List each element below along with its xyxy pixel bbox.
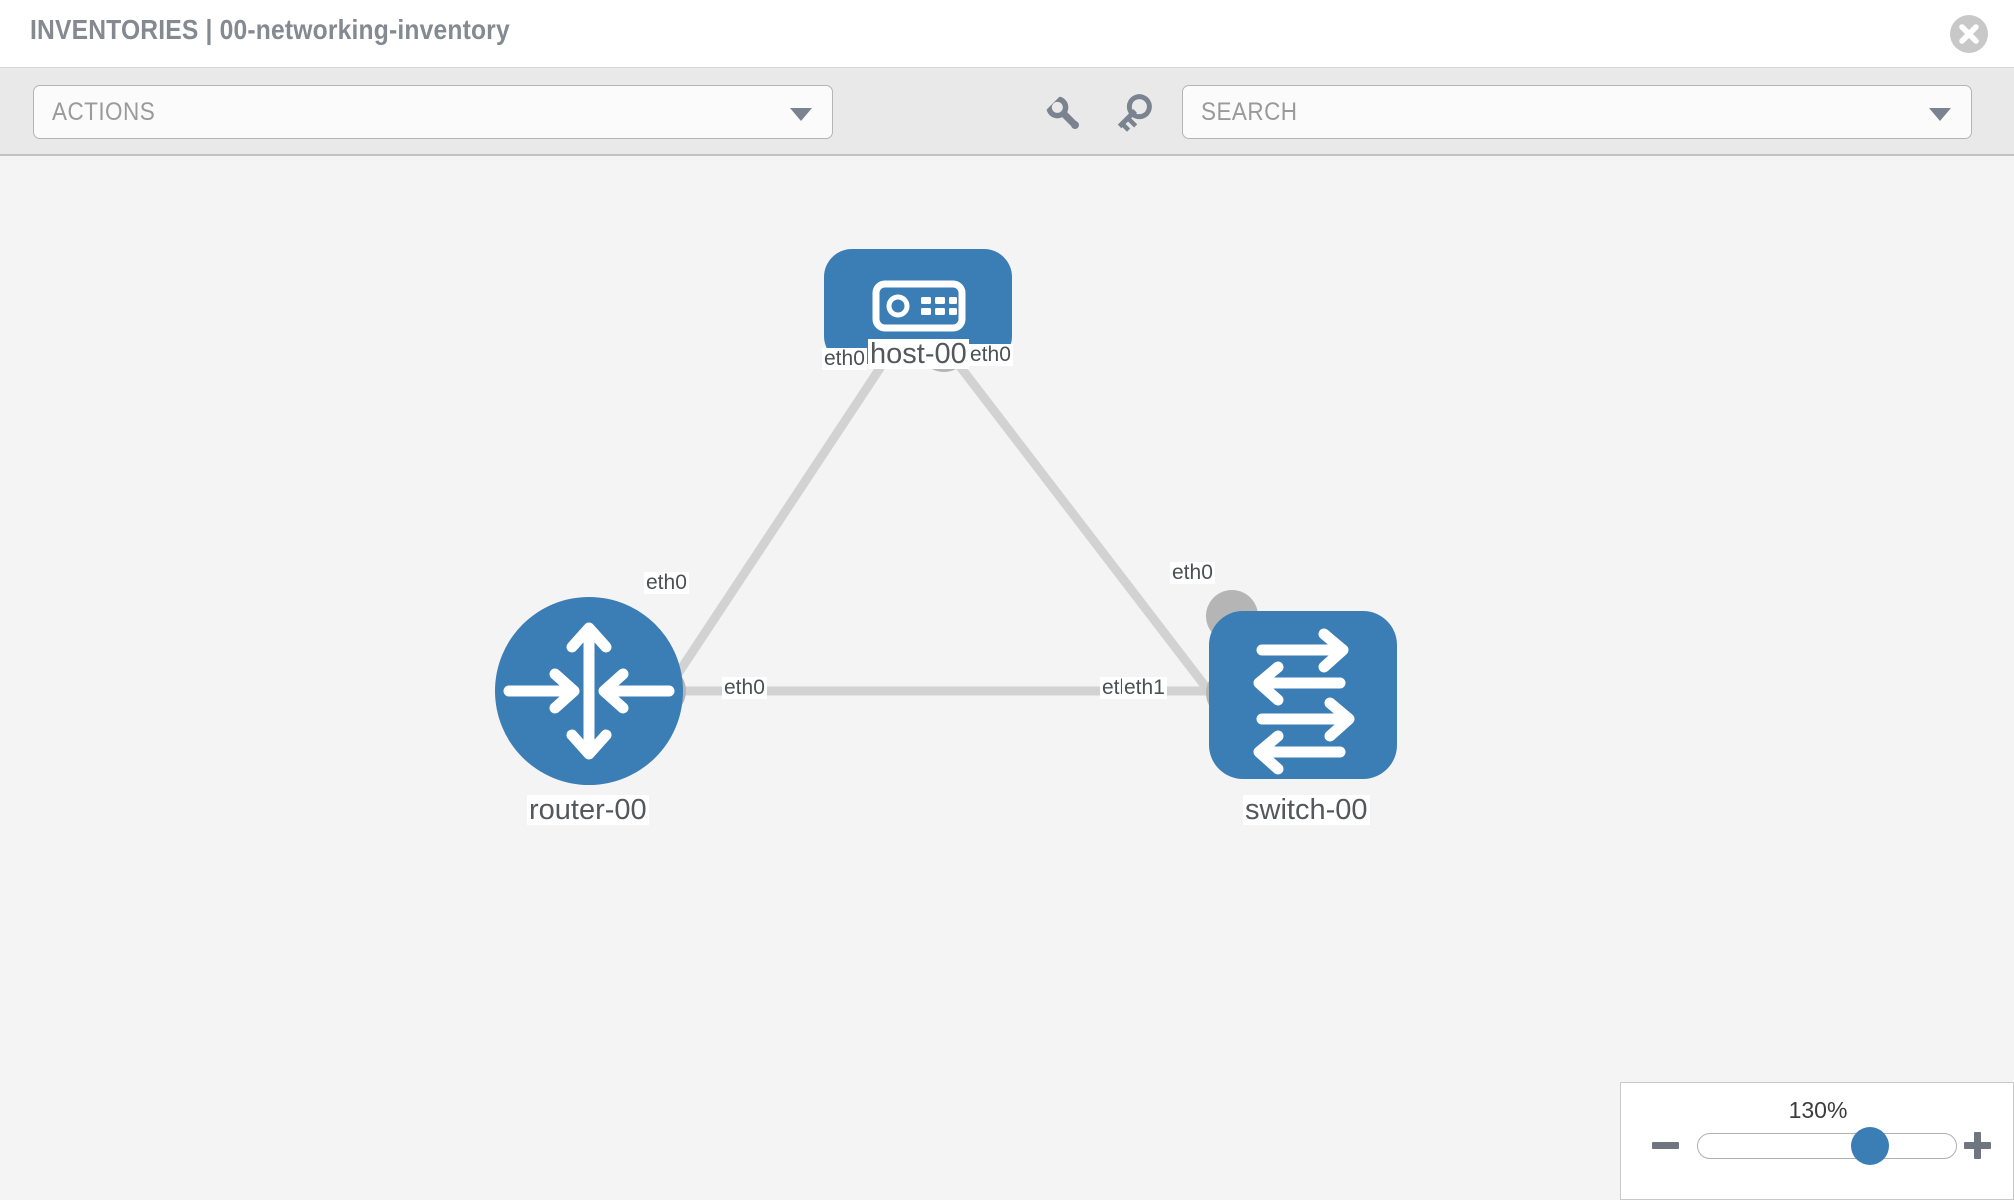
close-icon[interactable] (1950, 15, 1988, 53)
toolbar: ACTIONS (0, 68, 2014, 156)
page-header: INVENTORIES | 00-networking-inventory (0, 0, 2014, 68)
chevron-down-icon (790, 108, 812, 121)
edge-label-host-eth0-right: eth0 (968, 343, 1013, 367)
edge-host-switch[interactable] (948, 353, 1232, 719)
edge-label-router-eth0-right: eth0 (722, 676, 767, 700)
zoom-control-panel: 130% (1620, 1082, 2014, 1200)
router-arrows-icon (503, 622, 675, 760)
zoom-in-button[interactable] (1961, 1129, 1995, 1163)
node-router-00[interactable] (495, 597, 683, 785)
node-switch-00[interactable] (1209, 611, 1397, 779)
topology-canvas[interactable]: eth0 eth0 eth0 eth0 eth0 eth eth1 host-0… (0, 156, 2014, 1200)
edge-label-router-eth0-up: eth0 (644, 571, 689, 595)
search-placeholder: SEARCH (1201, 98, 1298, 126)
zoom-slider-track[interactable] (1697, 1133, 1957, 1159)
actions-dropdown[interactable]: ACTIONS (33, 85, 833, 139)
edge-label-switch-eth0-up: eth0 (1170, 561, 1215, 585)
node-host-00[interactable] (824, 249, 1012, 364)
topology-graph (495, 249, 1397, 785)
server-appliance-icon (872, 280, 966, 332)
zoom-out-button[interactable] (1649, 1129, 1683, 1163)
search-input[interactable]: SEARCH (1182, 85, 1972, 139)
node-label-router-00: router-00 (527, 794, 649, 826)
zoom-slider-thumb[interactable] (1851, 1127, 1889, 1165)
zoom-percent-label: 130% (1788, 1097, 1848, 1123)
actions-dropdown-label: ACTIONS (52, 98, 156, 126)
wrench-icon[interactable] (1040, 90, 1086, 136)
page-title: INVENTORIES | 00-networking-inventory (30, 14, 510, 45)
node-label-switch-00: switch-00 (1243, 794, 1370, 826)
edge-host-router[interactable] (646, 353, 892, 719)
edge-label-host-eth0-left: eth0 (822, 347, 867, 371)
chevron-down-icon (1929, 108, 1951, 121)
node-label-host-00: host-00 (868, 338, 969, 370)
edge-label-switch-eth1: eth1 (1122, 676, 1167, 700)
key-icon[interactable] (1110, 90, 1156, 136)
switch-arrows-icon (1253, 628, 1355, 775)
